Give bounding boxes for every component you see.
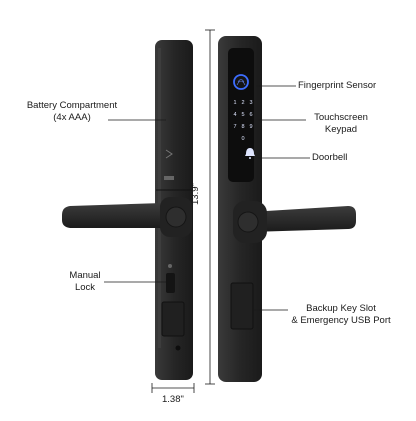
touchscreen-keypad-label: Touchscreen Keypad bbox=[304, 112, 378, 136]
battery-compartment-label: Battery Compartment (4x AAA) bbox=[24, 100, 120, 124]
keypad-digit-3: 3 bbox=[249, 100, 252, 106]
battery-label-line2: (4x AAA) bbox=[53, 112, 91, 123]
interior-unit bbox=[62, 40, 193, 380]
manual-lock-line1: Manual bbox=[69, 270, 101, 281]
fingerprint-sensor-label: Fingerprint Sensor bbox=[298, 80, 376, 92]
touchscreen-label-line1: Touchscreen bbox=[314, 112, 368, 123]
manual-lock-line2: Lock bbox=[74, 282, 96, 293]
lower-access-panel bbox=[161, 301, 185, 337]
doorbell-label: Doorbell bbox=[312, 152, 347, 164]
keypad-digit-2: 2 bbox=[241, 100, 244, 106]
bell-icon bbox=[245, 148, 255, 159]
height-dimension bbox=[205, 29, 215, 385]
keypad-digit-4: 4 bbox=[233, 112, 236, 118]
keypad-digit-5: 5 bbox=[241, 112, 244, 118]
keypad-digit-0: 0 bbox=[241, 136, 244, 142]
backup-label-line2: & Emergency USB Port bbox=[291, 315, 391, 326]
width-dimension-text: 1.38" bbox=[162, 394, 184, 405]
backup-label-line1: Backup Key Slot bbox=[306, 303, 376, 314]
keypad-digit-9: 9 bbox=[249, 124, 252, 130]
touchscreen-label-line2: Keypad bbox=[324, 124, 358, 135]
callout-lines bbox=[104, 85, 310, 311]
manual-lock-label: Manual Lock bbox=[60, 270, 110, 294]
keypad-digit-8: 8 bbox=[241, 124, 244, 130]
doorbell-label-line1: Doorbell bbox=[312, 152, 348, 163]
width-dimension bbox=[151, 383, 195, 393]
reset-hole bbox=[175, 345, 181, 351]
manual-lock-knob bbox=[166, 264, 175, 293]
keypad-digit-1: 1 bbox=[233, 100, 236, 106]
battery-label-line1: Battery Compartment bbox=[26, 100, 118, 111]
backup-key-cover bbox=[230, 282, 254, 330]
height-dimension-text: 13.9" bbox=[190, 183, 201, 205]
exterior-handle bbox=[233, 201, 356, 243]
interior-handle bbox=[62, 197, 192, 237]
keypad-digit-6: 6 bbox=[249, 112, 252, 118]
fingerprint-label-line1: Fingerprint Sensor bbox=[298, 80, 377, 91]
battery-cover-icon bbox=[164, 149, 174, 180]
fingerprint-icon bbox=[233, 74, 249, 90]
keypad-digit-7: 7 bbox=[233, 124, 236, 130]
backup-key-label: Backup Key Slot & Emergency USB Port bbox=[284, 303, 398, 327]
